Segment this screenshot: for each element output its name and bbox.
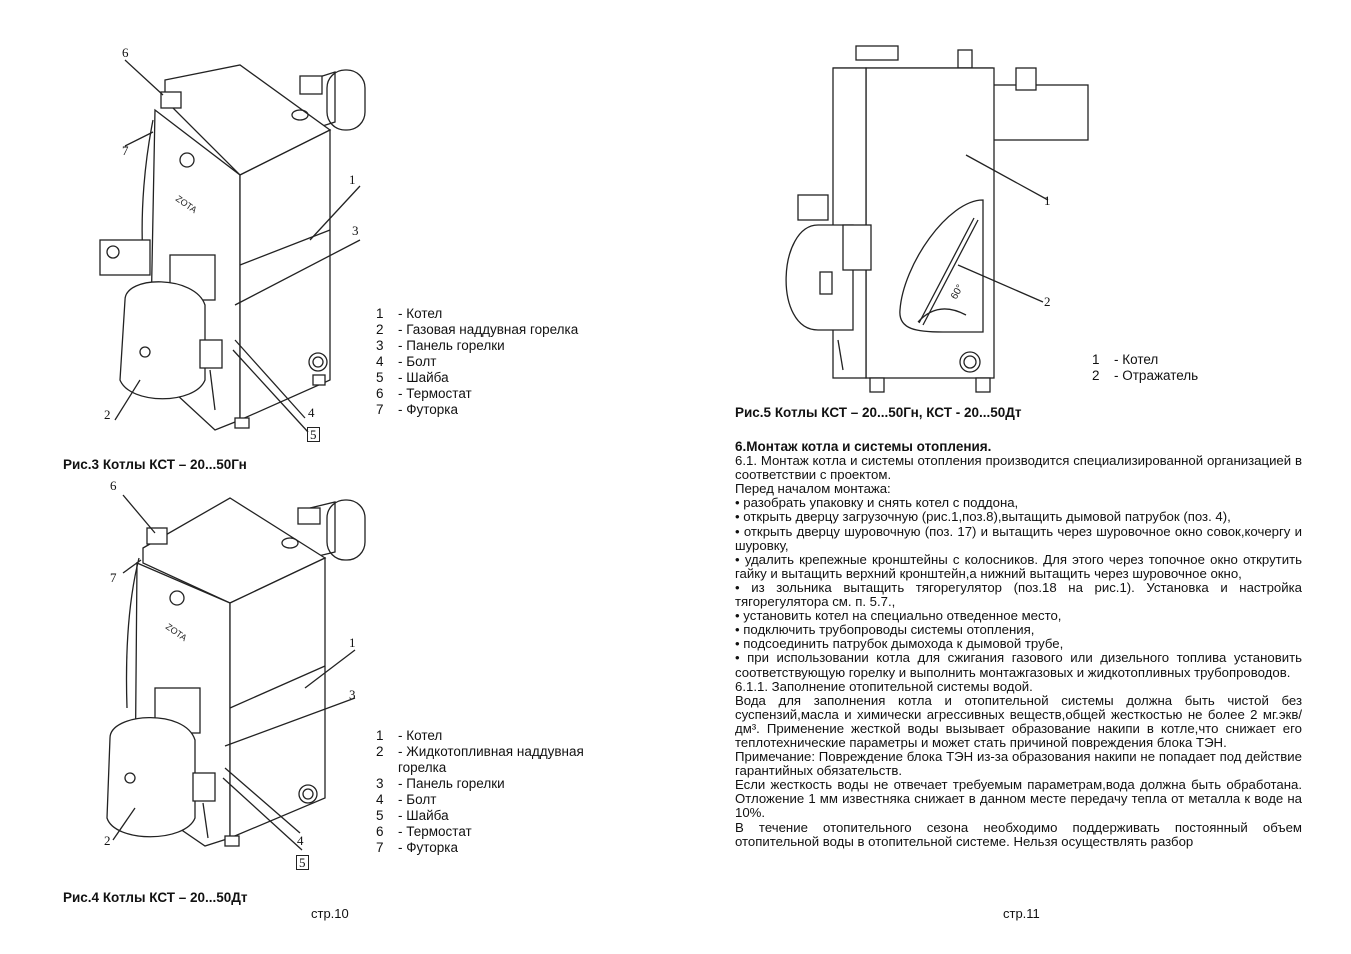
paragraph: Примечание: Повреждение блока ТЭН из-за …	[735, 749, 1302, 779]
bullet-item: • открыть дверцу загрузочную (рис.1,поз.…	[735, 509, 1231, 525]
bullet-item: • установить котел на специально отведен…	[735, 608, 1062, 624]
legend-fig5: 1- Котел 2- Отражатель	[1092, 352, 1198, 384]
callout-2-fig4: 2	[104, 833, 111, 848]
legend-item: 2- Отражатель	[1092, 368, 1199, 383]
page-number-right: стр.11	[1003, 906, 1040, 921]
paragraph: В течение отопительного сезона необходим…	[735, 819, 1302, 849]
bullet-item: • подсоединить патрубок дымохода к дымов…	[735, 636, 1064, 652]
legend-item: 4- Болт	[376, 354, 437, 369]
section-6-installation: 6.Монтаж котла и системы отопления. 6.1.…	[735, 439, 1302, 849]
callout-4-fig3: 4	[308, 405, 315, 420]
callout-4-fig4: 4	[297, 833, 304, 848]
figure-3-boiler-gas-drawing: ZOTA	[99, 59, 366, 433]
legend-item: 2- Газовая наддувная горелка	[376, 322, 579, 337]
legend-item: 6- Термостат	[376, 386, 472, 401]
paragraph: 6.1. Монтаж котла и системы отопления пр…	[735, 453, 1302, 483]
legend-item: 1- Котел	[376, 728, 443, 743]
legend-item: 5- Шайба	[376, 808, 449, 823]
callout-6-fig3: 6	[122, 45, 129, 60]
legend-fig3: 1- Котел 2- Газовая наддувная горелка 3-…	[376, 306, 578, 418]
bullet-item: • удалить крепежные кронштейны с колосни…	[735, 551, 1302, 581]
callout-1-fig4: 1	[349, 635, 356, 650]
legend-item: 4- Болт	[376, 792, 437, 807]
legend-item: 7- Футорка	[376, 840, 459, 855]
bullet-item: • разобрать упаковку и снять котел с под…	[735, 495, 1019, 511]
legend-item: 1- Котел	[376, 306, 443, 321]
legend-item: 2- Жидкотопливная наддувная	[376, 744, 584, 759]
legend-item: 3- Панель горелки	[376, 338, 505, 353]
legend-item: 1- Котел	[1092, 352, 1159, 367]
callout-6-fig4: 6	[110, 478, 117, 493]
bullet-item: • из зольника вытащить тягорегулятор (по…	[735, 579, 1302, 610]
callout-1-fig5: 1	[1044, 193, 1051, 208]
figure-4-caption: Рис.4 Котлы КСТ – 20...50Дт	[63, 890, 248, 905]
paragraph: Перед началом монтажа:	[735, 481, 891, 497]
legend-item: 5- Шайба	[376, 370, 449, 385]
callout-1-fig3: 1	[349, 172, 356, 187]
section-heading: 6.Монтаж котла и системы отопления.	[735, 439, 992, 454]
callout-5-fig4: 5	[296, 855, 309, 870]
figure-5-boiler-side-drawing: 60°	[785, 45, 1089, 393]
paragraph: Вода для заполнения котла и отопительной…	[735, 692, 1302, 750]
callout-7-fig4: 7	[110, 570, 117, 585]
paragraph: Если жесткость воды не отвечает требуемы…	[735, 777, 1302, 821]
bullet-item: • подключить трубопроводы системы отопле…	[735, 622, 1035, 638]
bullet-item: • при использовании котла для сжигания г…	[735, 650, 1302, 680]
legend-item: горелка	[398, 760, 447, 775]
legend-item: 7- Футорка	[376, 402, 459, 417]
callout-3-fig4: 3	[349, 687, 356, 702]
paragraph: 6.1.1. Заполнение отопительной системы в…	[735, 678, 1033, 694]
figure-4-boiler-diesel-drawing: ZOTA	[106, 494, 366, 851]
callout-2-fig5: 2	[1044, 294, 1051, 309]
page-number-left: стр.10	[311, 906, 349, 921]
callout-7-fig3: 7	[122, 143, 129, 158]
legend-fig4: 1- Котел 2- Жидкотопливная наддувная гор…	[376, 728, 584, 856]
legend-item: 3- Панель горелки	[376, 776, 505, 791]
callout-5-fig3: 5	[307, 427, 320, 442]
callout-3-fig3: 3	[352, 223, 359, 238]
figure-3-caption: Рис.3 Котлы КСТ – 20...50Гн	[63, 457, 247, 472]
legend-item: 6- Термостат	[376, 824, 472, 839]
figure-5-caption: Рис.5 Котлы КСТ – 20...50Гн, КСТ - 20...…	[735, 405, 1022, 420]
callout-2-fig3: 2	[104, 407, 111, 422]
bullet-item: • открыть дверцу шуровочную (поз. 17) и …	[735, 523, 1302, 553]
